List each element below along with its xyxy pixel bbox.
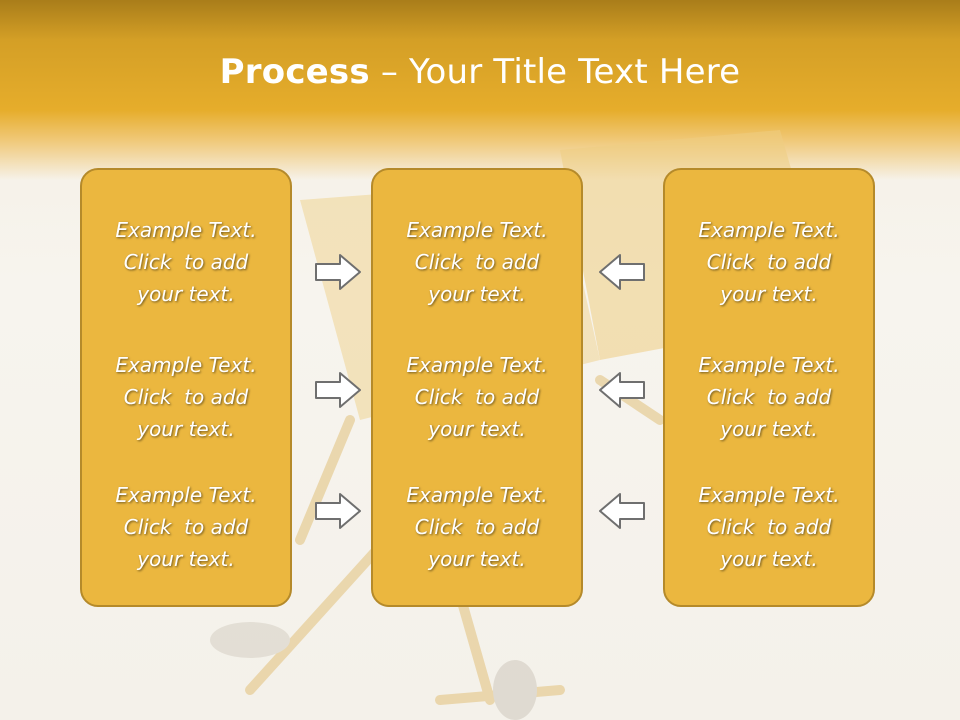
text-line: Example Text.	[406, 353, 548, 377]
text-line: Example Text.	[115, 218, 257, 242]
text-line: Example Text.	[698, 483, 840, 507]
text-line: Example Text.	[406, 483, 548, 507]
text-line: your text.	[137, 282, 235, 306]
text-line: Click to add	[706, 250, 832, 274]
text-line: Example Text.	[115, 353, 257, 377]
text-line: Click to add	[706, 515, 832, 539]
text-line: your text.	[720, 417, 818, 441]
text-placeholder[interactable]: Example Text. Click to add your text.	[665, 479, 873, 575]
text-line: your text.	[137, 547, 235, 571]
left-arrow-icon[interactable]	[598, 371, 646, 409]
text-line: your text.	[428, 547, 526, 571]
text-placeholder[interactable]: Example Text. Click to add your text.	[82, 349, 290, 445]
right-arrow-icon[interactable]	[314, 492, 362, 530]
process-box-left[interactable]: Example Text. Click to add your text. Ex…	[80, 168, 292, 607]
process-box-right[interactable]: Example Text. Click to add your text. Ex…	[663, 168, 875, 607]
text-line: your text.	[720, 282, 818, 306]
text-line: your text.	[428, 282, 526, 306]
text-line: Click to add	[123, 250, 249, 274]
title-bold: Process	[219, 52, 370, 92]
text-placeholder[interactable]: Example Text. Click to add your text.	[373, 349, 581, 445]
process-box-center[interactable]: Example Text. Click to add your text. Ex…	[371, 168, 583, 607]
left-arrow-icon[interactable]	[598, 253, 646, 291]
text-placeholder[interactable]: Example Text. Click to add your text.	[373, 479, 581, 575]
text-line: Example Text.	[115, 483, 257, 507]
text-line: Click to add	[414, 250, 540, 274]
title-banner	[0, 0, 960, 180]
slide-title[interactable]: Process – Your Title Text Here	[0, 52, 960, 92]
text-line: Click to add	[123, 385, 249, 409]
text-placeholder[interactable]: Example Text. Click to add your text.	[665, 214, 873, 310]
title-rest: Your Title Text Here	[409, 52, 741, 92]
text-placeholder[interactable]: Example Text. Click to add your text.	[665, 349, 873, 445]
text-line: your text.	[428, 417, 526, 441]
text-line: Example Text.	[406, 218, 548, 242]
text-placeholder[interactable]: Example Text. Click to add your text.	[82, 479, 290, 575]
text-placeholder[interactable]: Example Text. Click to add your text.	[373, 214, 581, 310]
title-separator: –	[369, 52, 410, 92]
right-arrow-icon[interactable]	[314, 371, 362, 409]
text-line: Click to add	[706, 385, 832, 409]
text-line: Click to add	[414, 515, 540, 539]
text-placeholder[interactable]: Example Text. Click to add your text.	[82, 214, 290, 310]
text-line: Click to add	[414, 385, 540, 409]
text-line: your text.	[137, 417, 235, 441]
text-line: Click to add	[123, 515, 249, 539]
text-line: Example Text.	[698, 218, 840, 242]
text-line: your text.	[720, 547, 818, 571]
right-arrow-icon[interactable]	[314, 253, 362, 291]
left-arrow-icon[interactable]	[598, 492, 646, 530]
text-line: Example Text.	[698, 353, 840, 377]
